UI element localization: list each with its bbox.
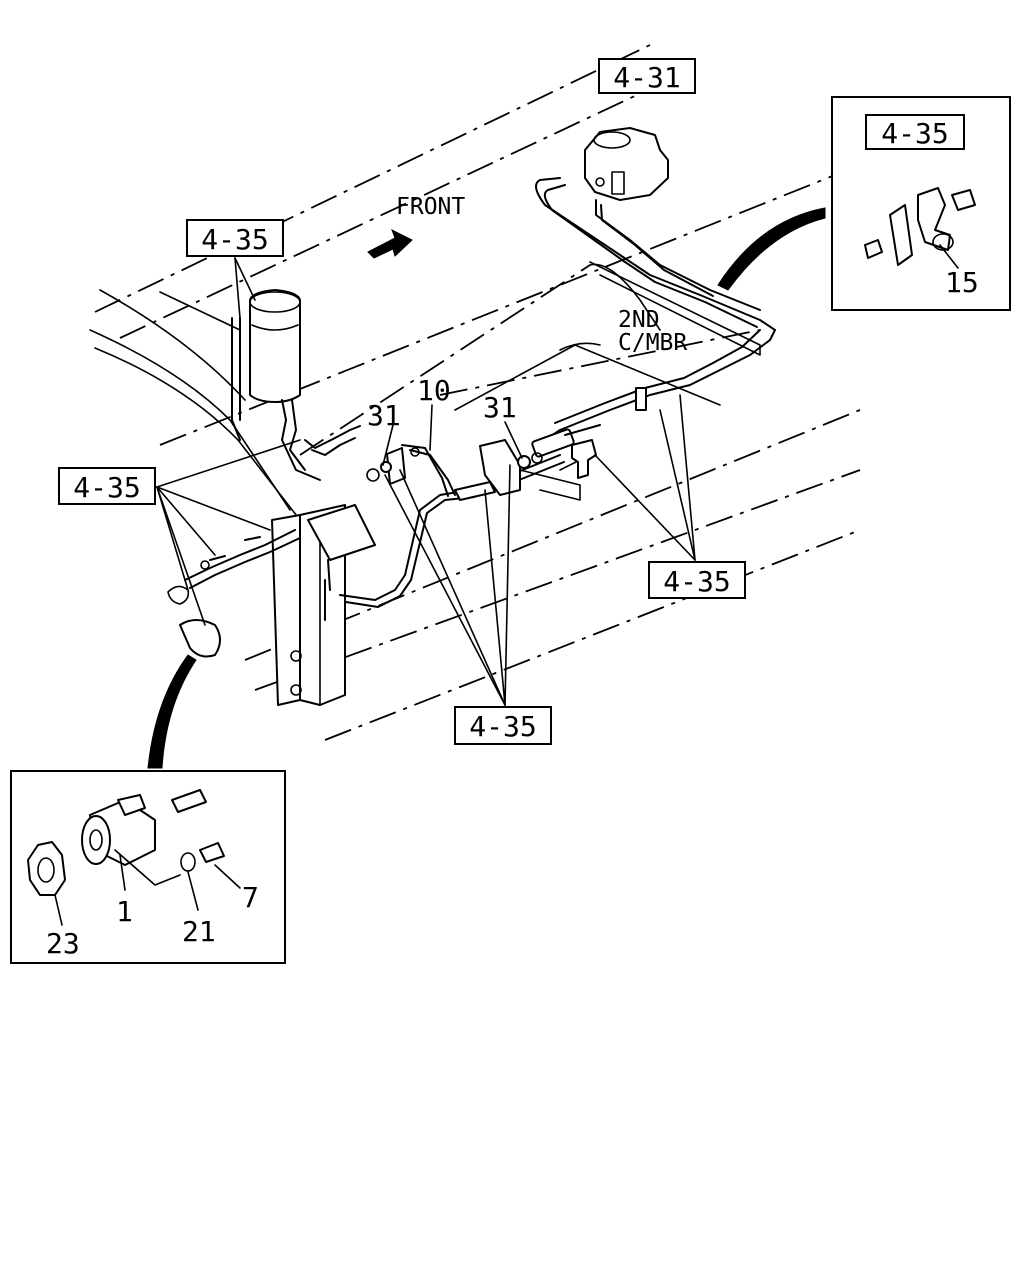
callout-431-top: 4-31 bbox=[598, 58, 696, 94]
callout-435-tank-text: 4-35 bbox=[201, 223, 268, 256]
reservoir-tank bbox=[231, 289, 361, 481]
frame-rails bbox=[89, 44, 861, 741]
part-7-label: 7 bbox=[242, 881, 259, 914]
front-label: FRONT bbox=[396, 194, 465, 220]
part-15-label: 15 bbox=[945, 266, 979, 299]
pointer-arrows bbox=[147, 207, 826, 769]
bracket-post bbox=[271, 504, 376, 706]
callout-435-tank: 4-35 bbox=[186, 219, 284, 257]
callout-435-inset: 4-35 bbox=[865, 114, 965, 150]
front-arrow bbox=[367, 228, 413, 259]
callout-431-text: 4-31 bbox=[613, 61, 680, 94]
member-label-line1: 2ND bbox=[618, 307, 660, 333]
callout-435-inset-text: 4-35 bbox=[881, 117, 948, 150]
upper-reservoir-assembly bbox=[535, 127, 776, 431]
callout-435-right: 4-35 bbox=[648, 561, 746, 599]
callout-435-right-text: 4-35 bbox=[663, 565, 730, 598]
hydraulic-lines bbox=[339, 424, 601, 608]
part-1-label: 1 bbox=[116, 895, 133, 928]
part-31-left-label: 31 bbox=[367, 399, 401, 432]
bolt-group-right bbox=[517, 439, 597, 479]
inset-pump-detail bbox=[10, 770, 286, 964]
member-label-line2: C/MBR bbox=[618, 330, 687, 356]
hose-clamp-assembly bbox=[167, 529, 301, 658]
second-crossmember bbox=[454, 261, 761, 411]
part-31-right-label: 31 bbox=[483, 391, 517, 424]
part-10-label: 10 bbox=[417, 374, 451, 407]
callout-435-left: 4-35 bbox=[58, 467, 156, 505]
part-21-label: 21 bbox=[182, 915, 216, 948]
callout-435-bottom-text: 4-35 bbox=[469, 710, 536, 743]
callout-435-left-text: 4-35 bbox=[73, 471, 140, 504]
part-23-label: 23 bbox=[46, 927, 80, 960]
callout-435-bottom: 4-35 bbox=[454, 706, 552, 745]
